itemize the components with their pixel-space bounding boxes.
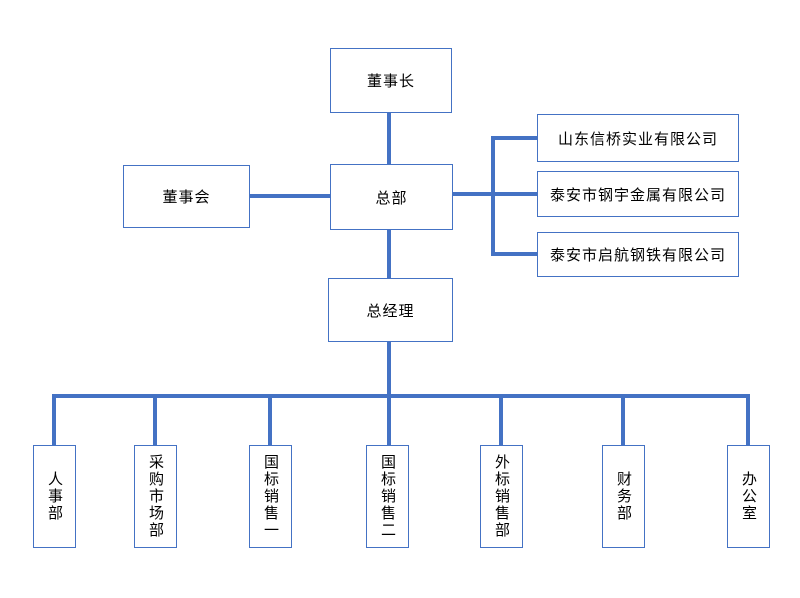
connector-chairman-hq xyxy=(387,113,391,165)
node-headquarters-label: 总部 xyxy=(375,189,408,207)
node-board-label: 董事会 xyxy=(162,189,211,206)
node-subsidiary-3: 泰安市启航钢铁有限公司 xyxy=(537,232,739,277)
node-dept-hr-label: 人事部 xyxy=(46,471,63,522)
node-board-of-directors: 董事会 xyxy=(123,165,250,228)
node-dept-procurement-market-label: 采购市场部 xyxy=(147,454,164,539)
connector-board-hq xyxy=(250,194,330,198)
node-dept-external-sales: 外标销售部 xyxy=(480,445,523,548)
connector-department-bus xyxy=(52,394,750,398)
connector-drop-guobiao-1 xyxy=(268,396,272,445)
connector-stub-company-1 xyxy=(493,136,537,140)
node-subsidiary-1-label: 山东信桥实业有限公司 xyxy=(557,130,718,148)
connector-drop-caigou xyxy=(153,396,157,445)
connector-drop-bangongshi xyxy=(746,396,750,445)
node-dept-office: 办公室 xyxy=(727,445,770,548)
connector-drop-waibiao xyxy=(499,396,503,445)
node-general-manager: 总经理 xyxy=(328,278,453,342)
node-dept-external-sales-label: 外标销售部 xyxy=(493,454,510,539)
connector-stub-company-3 xyxy=(493,252,537,256)
connector-hq-gm xyxy=(387,230,391,278)
node-dept-office-label: 办公室 xyxy=(740,471,757,522)
node-dept-national-sales-1-label: 国标销售一 xyxy=(262,454,279,539)
node-dept-national-sales-2: 国标销售二 xyxy=(366,445,409,548)
node-dept-hr: 人事部 xyxy=(33,445,76,548)
connector-stub-company-2 xyxy=(493,192,537,196)
node-chairman: 董事长 xyxy=(330,48,452,113)
connector-hq-to-bracket xyxy=(453,192,493,196)
node-dept-procurement-market: 采购市场部 xyxy=(134,445,177,548)
node-subsidiary-2-label: 泰安市钢宇金属有限公司 xyxy=(549,186,726,204)
node-dept-national-sales-1: 国标销售一 xyxy=(249,445,292,548)
connector-gm-bus xyxy=(387,342,391,445)
node-dept-national-sales-2-label: 国标销售二 xyxy=(379,454,396,539)
connector-drop-renshibu xyxy=(52,396,56,445)
node-dept-finance: 财务部 xyxy=(602,445,645,548)
node-subsidiary-3-label: 泰安市启航钢铁有限公司 xyxy=(549,247,726,264)
node-subsidiary-1: 山东信桥实业有限公司 xyxy=(537,114,739,162)
node-headquarters: 总部 xyxy=(330,164,453,230)
node-general-manager-label: 总经理 xyxy=(366,302,415,320)
connector-bracket-vertical xyxy=(491,136,495,256)
node-chairman-label: 董事长 xyxy=(366,73,415,90)
node-dept-finance-label: 财务部 xyxy=(615,471,632,522)
connector-drop-caiwubu xyxy=(621,396,625,445)
node-subsidiary-2: 泰安市钢宇金属有限公司 xyxy=(537,171,739,217)
